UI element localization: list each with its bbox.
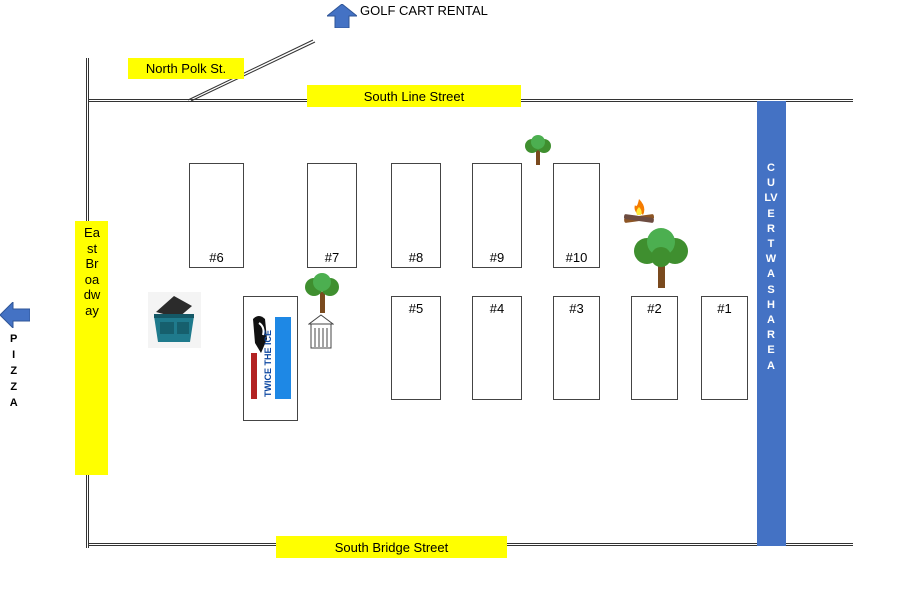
lot-number: #2 bbox=[647, 301, 662, 316]
lot-4[interactable]: #4 bbox=[472, 296, 522, 400]
pizza-label: PIZZA bbox=[6, 333, 21, 413]
lot-number: #10 bbox=[565, 250, 588, 265]
lot-2[interactable]: #2 bbox=[631, 296, 678, 400]
north-polk-road bbox=[187, 39, 316, 102]
lot-10[interactable]: #10 bbox=[553, 163, 600, 268]
tree-icon bbox=[634, 228, 688, 288]
lot-number: #6 bbox=[209, 250, 224, 265]
lot-9[interactable]: #9 bbox=[472, 163, 522, 268]
lot-number: #5 bbox=[408, 301, 424, 316]
culvert-text: CULVERT WASH AREA bbox=[764, 162, 778, 372]
lot-number: #8 bbox=[408, 250, 424, 265]
tree-icon bbox=[525, 135, 551, 165]
lot-5[interactable]: #5 bbox=[391, 296, 441, 400]
golf-cart-rental-label: GOLF CART RENTAL bbox=[360, 3, 488, 18]
arrow-up-icon bbox=[327, 4, 357, 28]
lot-number: #9 bbox=[489, 250, 505, 265]
lot-number: #7 bbox=[324, 250, 340, 265]
arrow-left-icon bbox=[0, 302, 30, 328]
dumpster-icon bbox=[148, 292, 201, 348]
ice-machine-icon bbox=[251, 315, 291, 401]
lot-number: #3 bbox=[569, 301, 584, 316]
lot-3[interactable]: #3 bbox=[553, 296, 600, 400]
culvert-wash-area: CULVERT WASH AREA bbox=[757, 101, 786, 546]
north-polk-label: North Polk St. bbox=[128, 58, 244, 79]
lot-8[interactable]: #8 bbox=[391, 163, 441, 268]
lot-7[interactable]: #7 bbox=[307, 163, 357, 268]
pizza-letters: PIZZA bbox=[7, 333, 20, 413]
vendor-sign-text: TWICE THE ICE bbox=[263, 330, 273, 397]
east-broadway-text: East Broadway bbox=[83, 225, 101, 318]
east-broadway-label: East Broadway bbox=[75, 221, 108, 475]
outhouse-icon bbox=[308, 314, 334, 349]
lot-1[interactable]: #1 bbox=[701, 296, 748, 400]
south-line-street-label: South Line Street bbox=[307, 85, 521, 107]
south-bridge-street-label: South Bridge Street bbox=[276, 536, 507, 558]
twice-the-ice-lot[interactable]: TWICE THE ICE bbox=[243, 296, 298, 421]
lot-6[interactable]: #6 bbox=[189, 163, 244, 268]
tree-icon bbox=[305, 273, 339, 313]
lot-number: #4 bbox=[489, 301, 505, 316]
campfire-icon bbox=[623, 199, 655, 223]
lot-number: #1 bbox=[717, 301, 732, 316]
